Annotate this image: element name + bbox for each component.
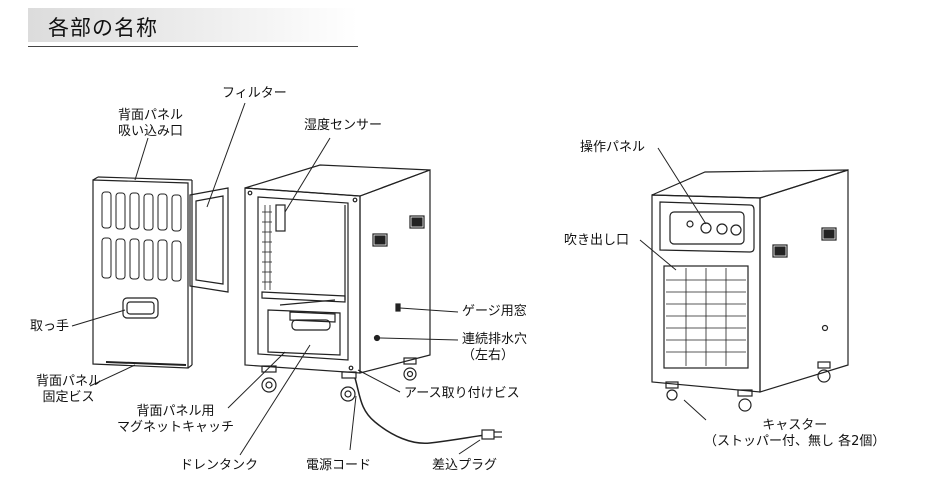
label-drain-hole-line1: 連続排水穴: [462, 332, 528, 347]
label-control-panel: 操作パネル: [580, 140, 646, 155]
label-filter: フィルター: [222, 86, 287, 101]
caster-front-left: [665, 381, 679, 401]
label-handle: 取っ手: [30, 319, 70, 334]
label-drain-hole-line2: （左右）: [462, 348, 515, 363]
label-plug: 差込プラグ: [432, 458, 498, 473]
label-outlet: 吹き出し口: [564, 233, 630, 248]
label-back-panel-screw-line2: 固定ビス: [42, 390, 95, 405]
label-ground-screw: アース取り付けビス: [404, 386, 520, 401]
caster-rear-left: [261, 365, 277, 393]
caster-front-right: [817, 361, 831, 383]
label-back-panel-screw-line1: 背面パネル: [36, 374, 102, 389]
filter-illustration: [189, 187, 229, 293]
page-title: 各部の名称: [48, 16, 158, 40]
label-magnet-catch-line1: 背面パネル用: [136, 404, 215, 419]
label-back-panel-intake-line1: 背面パネル: [118, 108, 184, 123]
label-back-panel-screw: 背面パネル 固定ビス: [36, 374, 101, 406]
label-magnet-catch: 背面パネル用 マグネットキャッチ: [117, 404, 234, 436]
label-caster: キャスター （ストッパー付、無し 各2個）: [704, 418, 885, 450]
caster-rear-mid: [340, 371, 357, 402]
label-caster-line1: キャスター: [762, 418, 828, 433]
label-back-panel-intake: 背面パネル 吸い込み口: [118, 108, 183, 140]
label-drain-hole: 連続排水穴 （左右）: [462, 332, 527, 364]
label-magnet-catch-line2: マグネットキャッチ: [117, 420, 235, 435]
caster-rear-right: [403, 357, 417, 381]
label-caster-line2: （ストッパー付、無し 各2個）: [704, 434, 886, 449]
main-unit-front-view: [651, 169, 849, 412]
label-back-panel-intake-line2: 吸い込み口: [118, 124, 184, 139]
section-header-background: [28, 8, 358, 42]
caster-front-mid: [737, 389, 753, 412]
label-power-cord: 電源コード: [306, 458, 372, 473]
title-underline: [28, 46, 358, 47]
label-gauge-window: ゲージ用窓: [462, 304, 527, 319]
label-drain-tank: ドレンタンク: [180, 458, 259, 473]
main-unit-rear-view: [244, 164, 502, 444]
leader-lines: [71, 102, 707, 456]
label-humidity-sensor: 湿度センサー: [304, 118, 383, 133]
back-panel-illustration: [92, 176, 193, 369]
